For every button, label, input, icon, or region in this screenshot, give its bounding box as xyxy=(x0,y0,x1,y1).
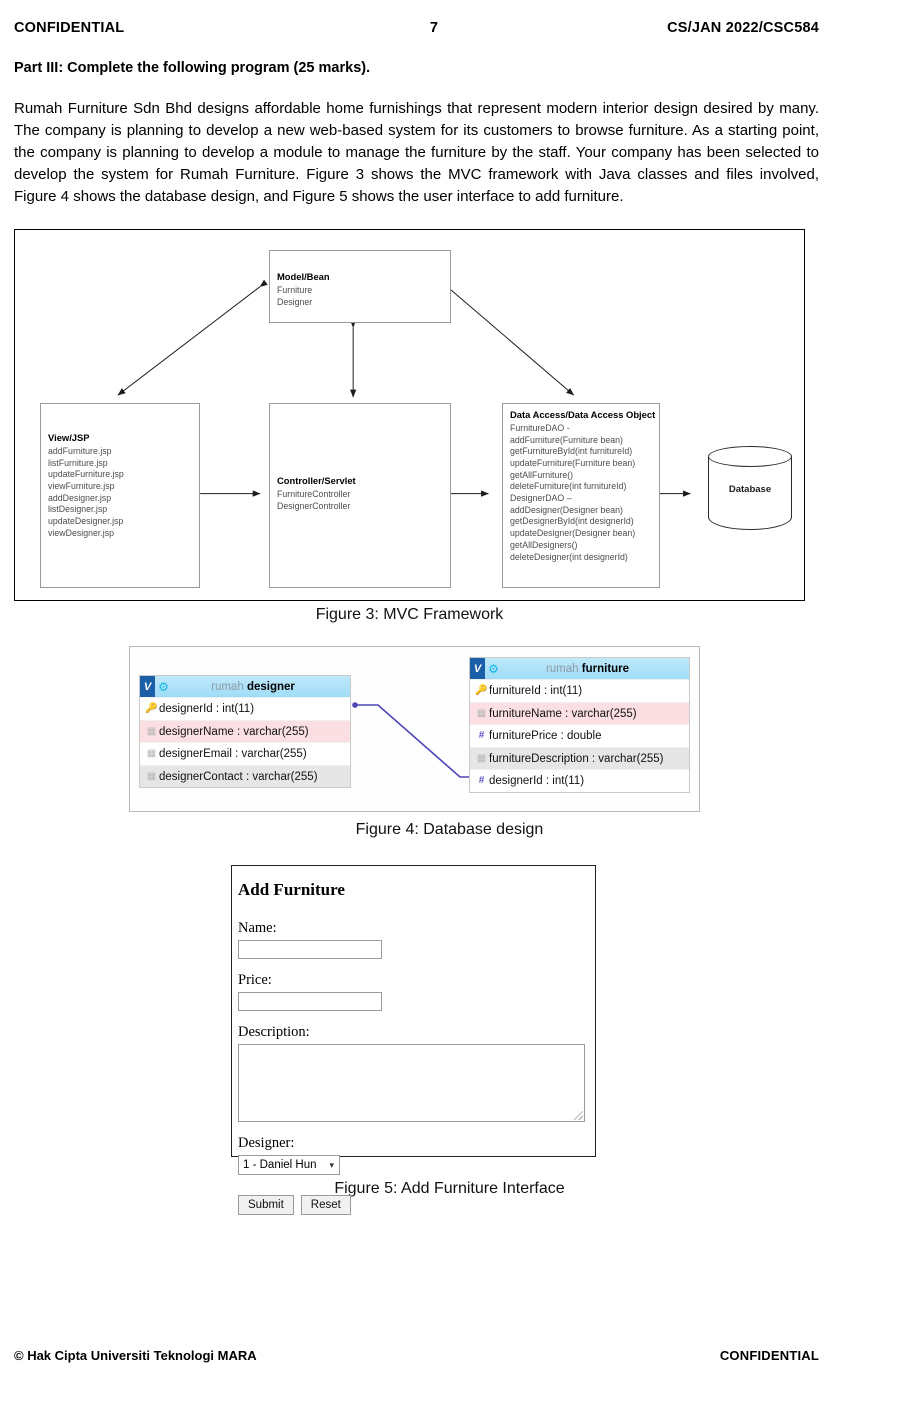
view-badge-icon: V xyxy=(140,676,155,698)
submit-button[interactable]: Submit xyxy=(238,1195,294,1216)
designer-label: Designer: xyxy=(238,1135,295,1152)
mvc-node-controller-title: Controller/Servlet xyxy=(277,475,356,487)
db-column-label: designerId : int(11) xyxy=(489,775,585,788)
db-table-furniture-header: V ⚙ rumah furniture xyxy=(470,658,689,680)
text-column-icon: ▦ xyxy=(146,725,157,737)
mvc-node-view-items: addFurniture.jsp listFurniture.jsp updat… xyxy=(48,445,124,538)
text-column-icon: ▦ xyxy=(146,770,157,782)
resize-grip-icon[interactable] xyxy=(574,1111,583,1121)
mvc-node-model-title: Model/Bean xyxy=(277,271,330,283)
db-table-designer: V ⚙ rumah designer 🔑 designerId : int(11… xyxy=(139,675,351,789)
add-furniture-form: Add Furniture Name: Price: Description: … xyxy=(231,865,596,1216)
copyright-text: © Hak Cipta Universiti Teknologi MARA xyxy=(14,1348,257,1363)
figure4-caption: Figure 4: Database design xyxy=(355,821,544,839)
mvc-node-dao-items: FurnitureDAO - addFurniture(Furniture be… xyxy=(510,422,636,562)
text-column-icon: ▦ xyxy=(476,707,487,719)
db-schema-label: rumah xyxy=(211,680,244,693)
page-footer: © Hak Cipta Universiti Teknologi MARA CO… xyxy=(14,1348,885,1363)
db-column-label: furnitureName : varchar(255) xyxy=(489,707,637,720)
db-table-designer-name: designer xyxy=(246,680,295,693)
reset-button[interactable]: Reset xyxy=(300,1195,351,1216)
db-column-row: ▦ furnitureDescription : varchar(255) xyxy=(470,746,689,770)
price-label: Price: xyxy=(238,972,272,989)
db-column-row: # designerId : int(11) xyxy=(470,769,689,792)
chevron-down-icon: ▾ xyxy=(329,1159,334,1170)
form-button-row: Submit Reset xyxy=(238,1195,595,1216)
name-label: Name: xyxy=(238,920,277,937)
gear-icon: ⚙ xyxy=(488,661,499,676)
mvc-node-view: View/JSP addFurniture.jsp listFurniture.… xyxy=(40,403,200,589)
price-input[interactable] xyxy=(238,992,382,1012)
mvc-node-dao: Data Access/Data Access Object Furniture… xyxy=(502,403,660,589)
gear-icon: ⚙ xyxy=(158,679,169,694)
page-header: CONFIDENTIAL 7 CS/JAN 2022/CSC584 xyxy=(14,0,885,36)
description-label: Description: xyxy=(238,1024,310,1041)
mvc-node-dao-title: Data Access/Data Access Object xyxy=(510,409,656,421)
key-icon: 🔑 xyxy=(145,703,158,715)
mvc-node-model: Model/Bean Furniture Designer xyxy=(269,250,451,324)
database-cylinder-icon: Database xyxy=(708,446,792,540)
db-column-row: ▦ designerEmail : varchar(255) xyxy=(140,742,350,765)
db-column-row: ▦ designerContact : varchar(255) xyxy=(140,764,350,788)
footer-confidential: CONFIDENTIAL xyxy=(719,1348,819,1363)
database-label: Database xyxy=(728,484,772,496)
db-column-label: furniturePrice : double xyxy=(489,730,602,743)
header-course-code: CS/JAN 2022/CSC584 xyxy=(667,20,819,36)
db-column-label: furnitureId : int(11) xyxy=(489,685,583,698)
mvc-node-controller: Controller/Servlet FurnitureController D… xyxy=(269,403,451,589)
db-schema-label: rumah xyxy=(545,662,579,675)
db-column-row: 🔑 furnitureId : int(11) xyxy=(470,679,689,702)
text-column-icon: ▦ xyxy=(146,748,157,760)
text-column-icon: ▦ xyxy=(476,752,487,764)
db-column-row: ▦ designerName : varchar(255) xyxy=(140,719,350,743)
db-column-row: # furniturePrice : double xyxy=(470,724,689,747)
form-title: Add Furniture xyxy=(238,880,345,900)
intro-paragraph: Rumah Furniture Sdn Bhd designs affordab… xyxy=(14,100,819,205)
db-column-label: designerContact : varchar(255) xyxy=(159,770,318,783)
key-icon: 🔑 xyxy=(475,685,488,697)
db-table-furniture: V ⚙ rumah furniture 🔑 furnitureId : int(… xyxy=(469,657,690,793)
db-column-label: designerEmail : varchar(255) xyxy=(159,748,307,761)
figure4-wrapper: V ⚙ rumah designer 🔑 designerId : int(11… xyxy=(14,646,885,816)
db-column-label: designerId : int(11) xyxy=(159,703,255,716)
numeric-column-icon: # xyxy=(478,775,485,787)
header-confidential-left: CONFIDENTIAL xyxy=(14,20,125,36)
figure3-caption: Figure 3: MVC Framework xyxy=(315,606,504,624)
mvc-node-view-title: View/JSP xyxy=(48,432,90,444)
db-column-row: ▦ furnitureName : varchar(255) xyxy=(470,701,689,725)
db-column-label: designerName : varchar(255) xyxy=(159,725,309,738)
name-input[interactable] xyxy=(238,940,382,960)
page-number: 7 xyxy=(429,20,439,36)
figure5-caption: Figure 5: Add Furniture Interface xyxy=(334,1180,565,1198)
db-column-row: 🔑 designerId : int(11) xyxy=(140,697,350,720)
figure3-mvc-diagram: Model/Bean Furniture Designer View/JSP a… xyxy=(14,229,805,602)
figure4-database-design: V ⚙ rumah designer 🔑 designerId : int(11… xyxy=(129,646,700,813)
designer-select[interactable]: 1 - Daniel Hun ▾ xyxy=(238,1155,340,1176)
numeric-column-icon: # xyxy=(478,730,485,742)
db-column-label: furnitureDescription : varchar(255) xyxy=(489,752,664,765)
part-title: Part III: Complete the following program… xyxy=(14,60,371,76)
figure5-wrapper: Add Furniture Name: Price: Description: … xyxy=(14,865,885,1216)
mvc-node-controller-items: FurnitureController DesignerController xyxy=(277,488,351,511)
description-textarea[interactable] xyxy=(238,1044,585,1123)
view-badge-icon: V xyxy=(470,658,485,680)
db-table-furniture-name: furniture xyxy=(581,662,630,675)
designer-select-value: 1 - Daniel Hun xyxy=(243,1159,317,1172)
db-table-designer-header: V ⚙ rumah designer xyxy=(140,676,350,698)
mvc-node-model-items: Furniture Designer xyxy=(277,284,313,307)
